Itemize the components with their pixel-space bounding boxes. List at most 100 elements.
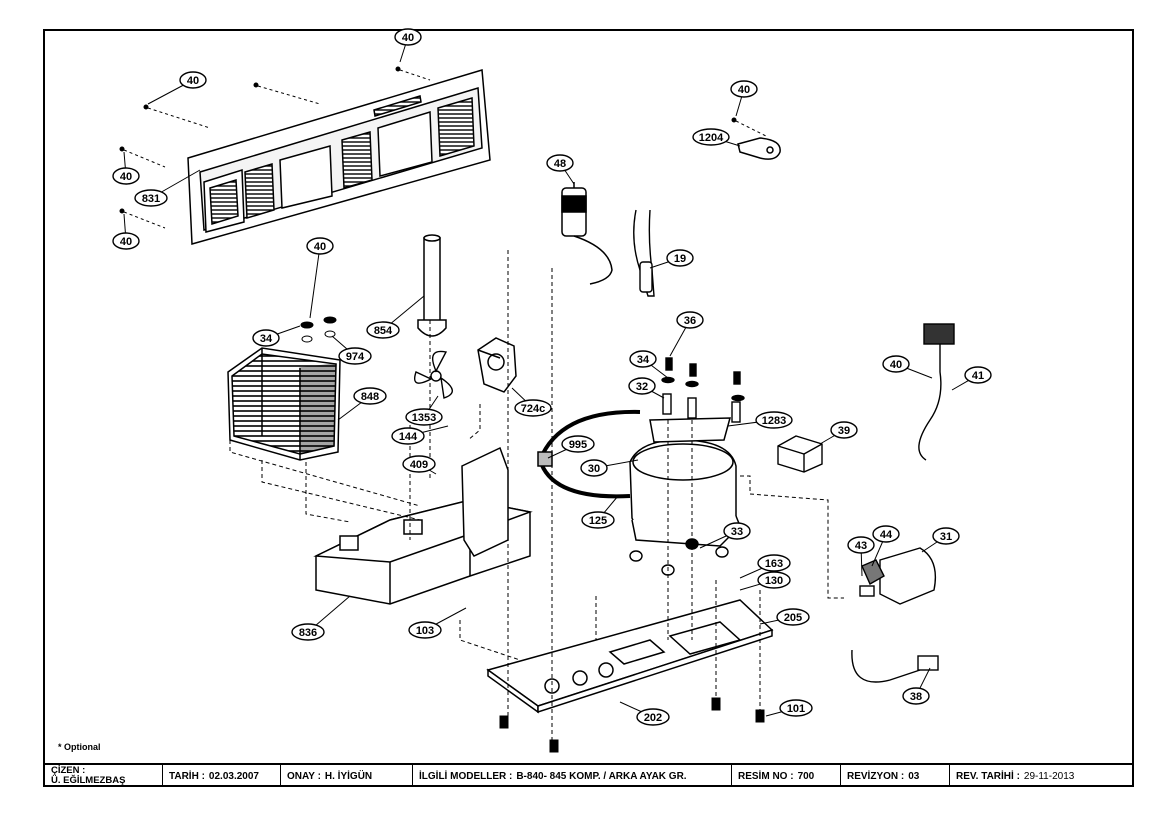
revision-cell: REVİZYON : 03 [841,765,950,787]
callout-number: 101 [787,703,805,715]
callout-number: 19 [674,253,686,265]
starter-relay [859,547,937,605]
optional-footnote: * Optional [58,742,101,752]
callout-40: 40 [882,355,933,379]
sheet-no-value: 700 [797,770,815,782]
models-value: B-840- 845 KOMP. / ARKA AYAK GR. [516,770,687,782]
revision-date-label: REV. TARİHİ : [956,770,1020,782]
base-plate [486,599,774,714]
callout-31: 31 [921,527,960,553]
callout-36: 36 [669,311,704,357]
base-screws [499,697,765,753]
callout-bubble [366,321,400,339]
callout-number: 36 [684,315,696,327]
drain-tray [313,446,533,605]
callout-40: 40 [147,71,207,105]
callout-bubble [179,71,207,89]
callout-bubble [306,237,334,255]
assembly-lines [229,250,844,740]
callout-number: 202 [644,712,662,724]
revision-date-cell: REV. TARİHİ : 29-11-2013 [950,765,1132,787]
callout-leader [309,245,321,319]
callout-1283: 1283 [727,411,793,429]
date-label: TARİH : [169,770,205,782]
callout-number: 38 [910,691,922,703]
callout-bubble [755,411,793,429]
callout-848: 848 [337,387,387,421]
callout-bubble [402,455,436,473]
relay-cover [777,435,823,473]
callout-101: 101 [765,699,813,717]
callout-bubble [252,329,280,347]
callout-bubble [964,366,992,384]
callout-bubble [872,525,900,543]
approved-cell: ONAY : H. İYİGÜN [281,765,413,787]
callout-number: 1283 [762,415,786,427]
callout-number: 163 [765,558,783,570]
callout-bubble [405,408,443,426]
callout-130: 130 [739,571,791,591]
callout-41: 41 [951,366,992,391]
callout-number: 40 [120,236,132,248]
callout-40: 40 [306,237,334,319]
callout-number: 409 [410,459,428,471]
callout-number: 848 [361,391,379,403]
fan-motor [477,337,517,393]
revision-date-value: 29-11-2013 [1023,770,1075,782]
callout-bubble [514,399,552,417]
approved-label: ONAY : [287,770,321,782]
callout-bubble [581,511,615,529]
callout-bubble [779,699,813,717]
power-cords [851,323,955,683]
callout-854: 854 [366,295,425,339]
callout-number: 995 [569,439,587,451]
callout-724c: 724c [511,387,552,417]
callout-202: 202 [619,701,670,726]
callout-number: 30 [588,463,600,475]
callout-number: 1204 [699,132,724,144]
callout-43: 43 [847,536,875,577]
callout-number: 44 [880,529,893,541]
callout-number: 40 [120,171,132,183]
callout-38: 38 [902,667,931,705]
callout-836: 836 [291,595,351,641]
callout-bubble [391,427,425,445]
callout-163: 163 [739,554,791,579]
callout-bubble [692,128,730,146]
callout-34: 34 [629,350,669,379]
callout-bubble [580,459,608,477]
callout-number: 854 [374,325,393,337]
back-cover-panel [187,69,491,245]
callout-number: 40 [187,75,199,87]
callout-40: 40 [112,213,140,250]
callout-number: 41 [972,370,984,382]
callout-bubble [394,28,422,46]
models-cell: İLGİLİ MODELLER : B-840- 845 KOMP. / ARK… [413,765,732,787]
callout-995: 995 [547,435,595,459]
compressor [537,409,741,547]
callout-39: 39 [819,421,858,445]
sheet-no-cell: RESİM NO : 700 [732,765,841,787]
callout-number: 40 [738,84,750,96]
callout-number: 831 [142,193,160,205]
callout-831: 831 [134,169,201,207]
callout-number: 40 [890,359,902,371]
callout-bubble [546,154,574,172]
callout-bubble [776,608,810,626]
callout-409: 409 [402,455,437,475]
callout-125: 125 [581,495,619,529]
callout-bubble [561,435,595,453]
callout-bubble [830,421,858,439]
drawn-by-label: ÇİZEN : [51,765,86,776]
callout-number: 34 [637,354,650,366]
callout-1204: 1204 [692,128,741,147]
callout-bubble [628,377,656,395]
callout-bubble [932,527,960,545]
callout-number: 39 [838,425,850,437]
callout-number: 125 [589,515,607,527]
callout-number: 724c [521,403,545,415]
callout-40: 40 [730,80,758,117]
revision-label: REVİZYON : [847,770,905,782]
callout-bubble [882,355,910,373]
